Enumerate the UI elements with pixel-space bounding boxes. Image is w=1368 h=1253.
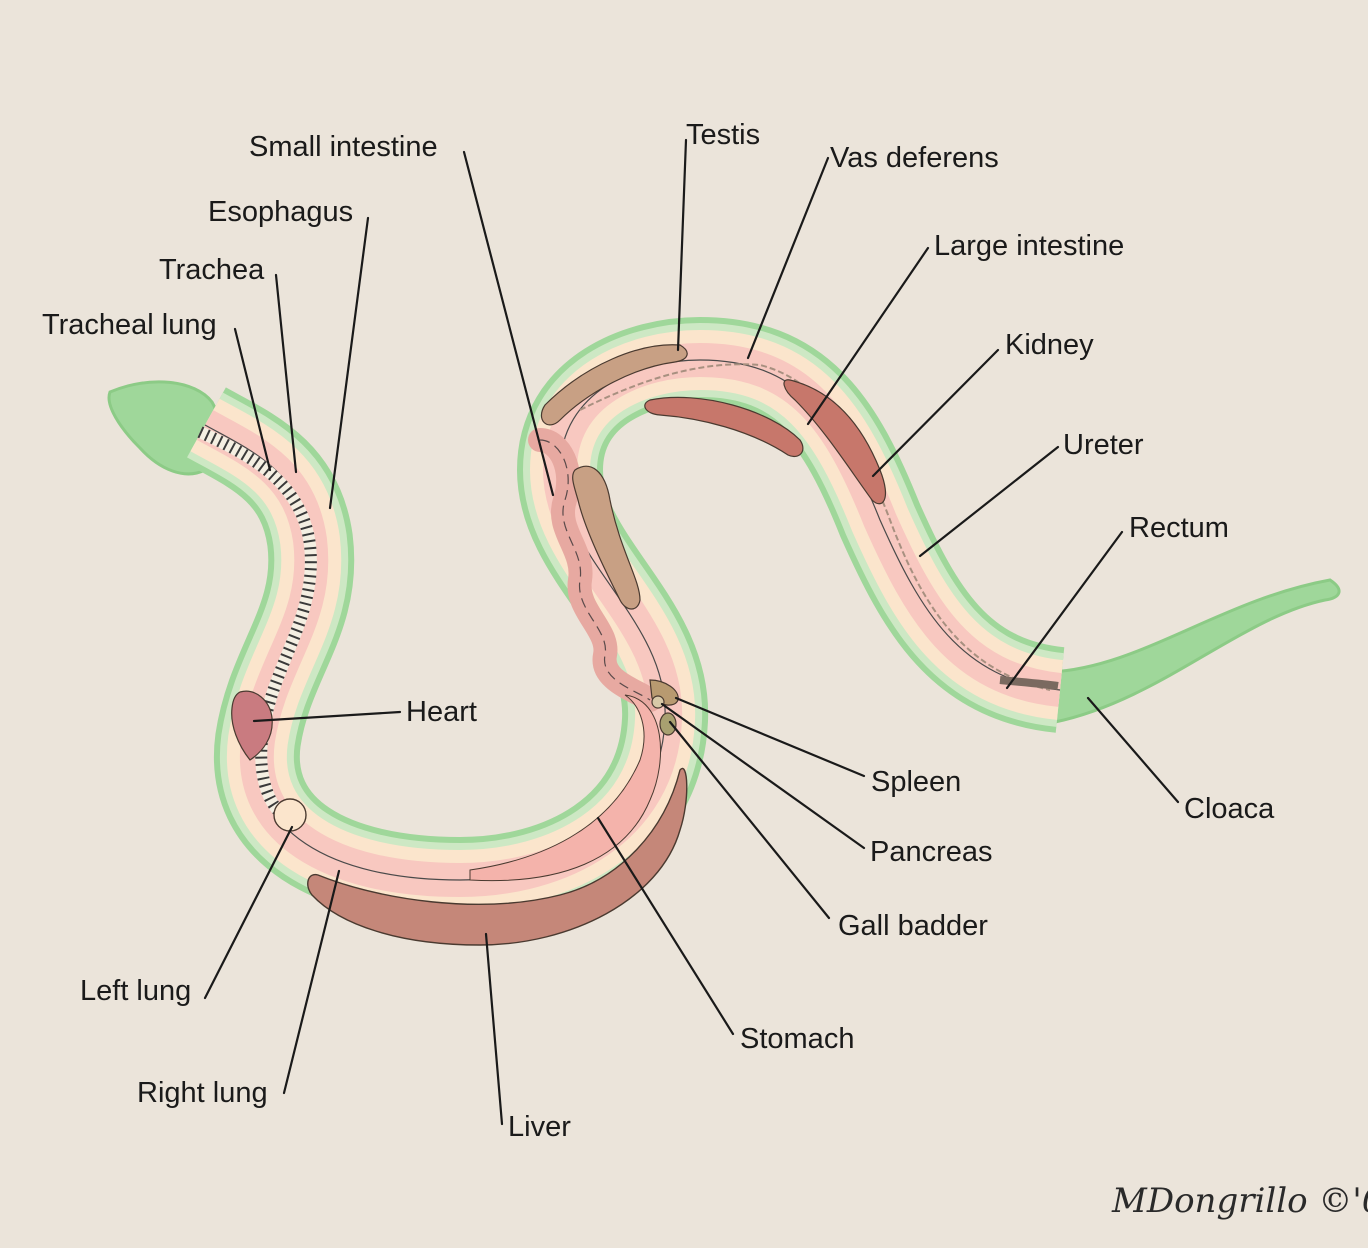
left-lung (274, 799, 306, 831)
label-kidney: Kidney (1005, 329, 1094, 361)
label-pancreas: Pancreas (870, 836, 993, 868)
label-gall-bladder: Gall badder (838, 910, 988, 942)
label-spleen: Spleen (871, 766, 961, 798)
label-right-lung: Right lung (137, 1077, 268, 1109)
label-tracheal-lung: Tracheal lung (42, 309, 217, 341)
label-left-lung: Left lung (80, 975, 191, 1007)
label-rectum: Rectum (1129, 512, 1229, 544)
label-stomach: Stomach (740, 1023, 854, 1055)
label-small-intestine: Small intestine (249, 131, 438, 163)
label-large-intestine: Large intestine (934, 230, 1124, 262)
gall-bladder (660, 713, 676, 735)
label-cloaca: Cloaca (1184, 793, 1275, 825)
label-liver: Liver (508, 1111, 571, 1143)
label-vas-deferens: Vas deferens (830, 142, 999, 174)
pancreas (652, 696, 664, 708)
artist-signature: MDongrillo ©'02 (1111, 1181, 1368, 1221)
label-ureter: Ureter (1063, 429, 1144, 461)
label-heart: Heart (406, 696, 477, 728)
label-trachea: Trachea (159, 254, 265, 286)
label-testis: Testis (686, 119, 760, 151)
label-esophagus: Esophagus (208, 196, 353, 228)
